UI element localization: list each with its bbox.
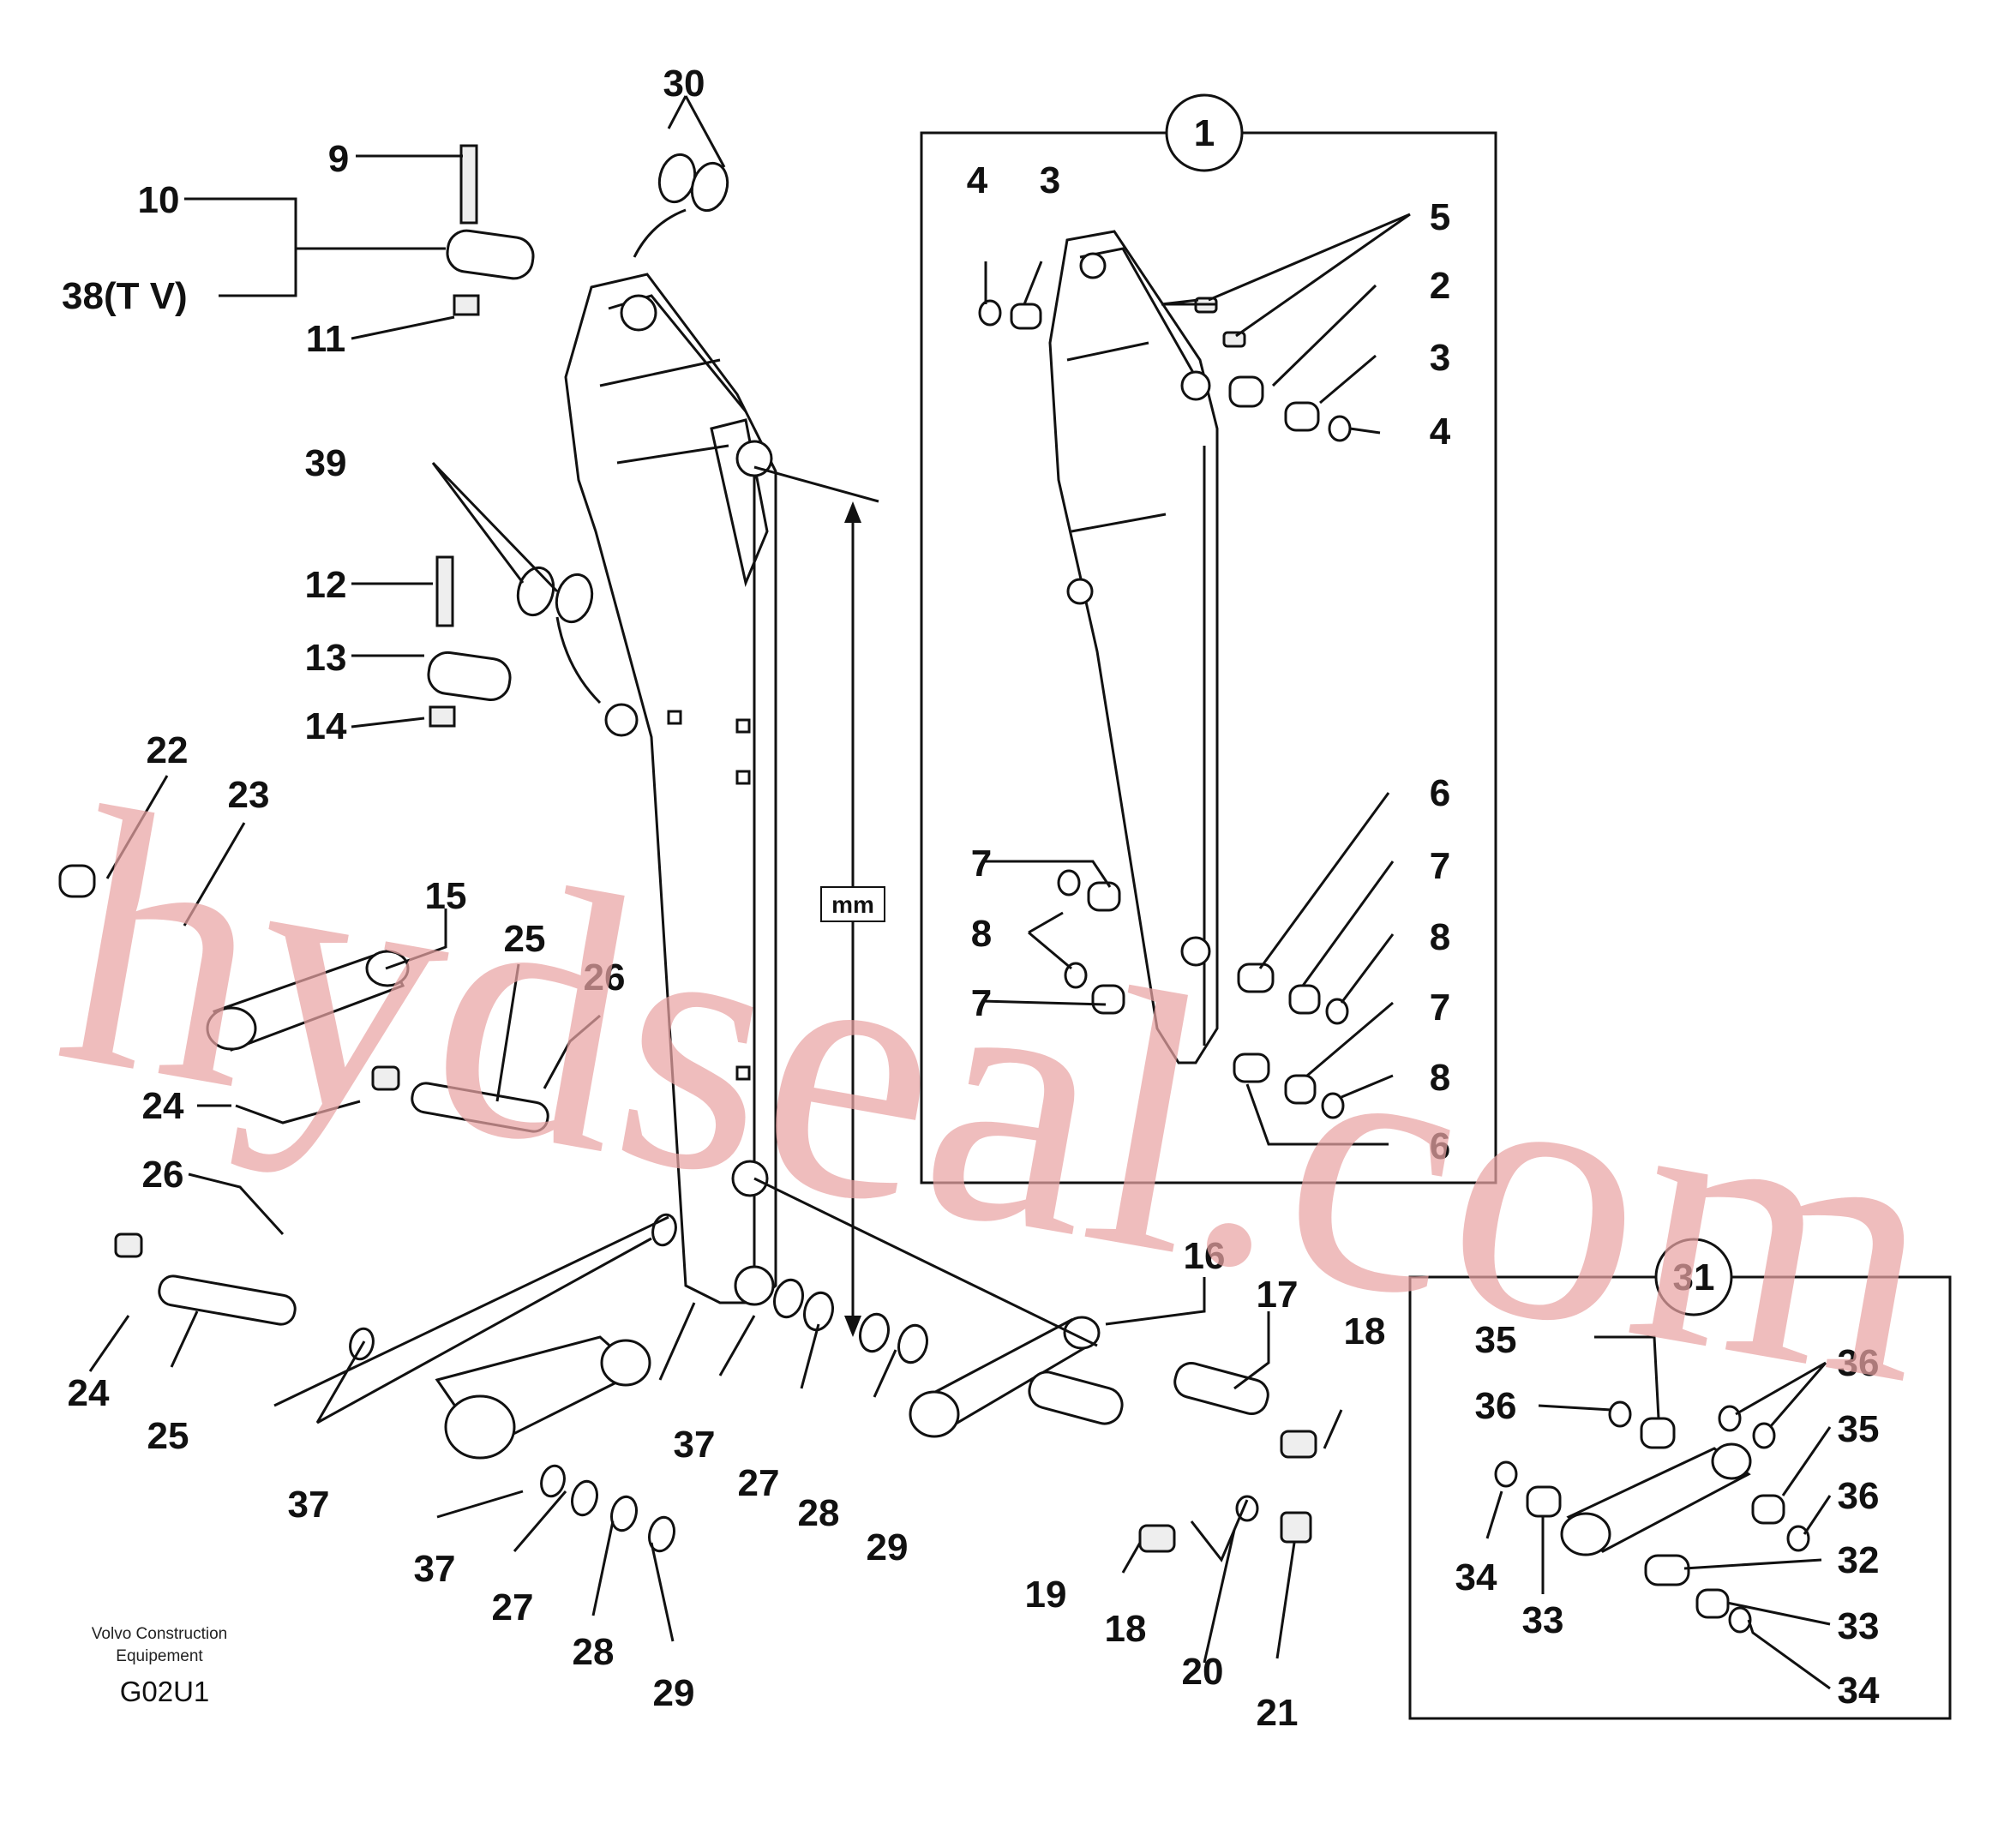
- callout-6-lower: 6: [1430, 1125, 1450, 1167]
- callout-28-mid: 28: [798, 1492, 840, 1534]
- callout-14: 14: [305, 705, 347, 747]
- callout-27-mid: 27: [738, 1462, 780, 1504]
- callout-20: 20: [1182, 1651, 1224, 1693]
- detail-box-31: [1408, 1238, 1952, 1720]
- callout-36-right-upper: 36: [1838, 1342, 1880, 1384]
- detail-1-arm: [1048, 230, 1219, 1064]
- callout-8-right-lower: 8: [1430, 1057, 1450, 1099]
- callout-4-right: 4: [1430, 411, 1451, 453]
- callout-9: 9: [328, 138, 349, 180]
- callout-28-bottom: 28: [573, 1631, 615, 1673]
- callout-labels: 30 9 10 38(T V) 11 39 12 13 14 22 23 15 …: [62, 63, 1880, 1734]
- callout-1: 1: [1194, 112, 1215, 154]
- callout-34-right: 34: [1838, 1670, 1880, 1712]
- leader-lines: [88, 95, 1832, 1690]
- callout-18-right: 18: [1344, 1310, 1386, 1352]
- callout-37-bottom: 37: [414, 1548, 456, 1590]
- callout-4-left: 4: [967, 159, 988, 201]
- callout-11: 11: [306, 318, 346, 360]
- callout-3-left: 3: [1040, 159, 1060, 201]
- callout-5: 5: [1430, 196, 1450, 238]
- callout-18-bottom: 18: [1105, 1608, 1147, 1650]
- pins-main: [58, 144, 1317, 1553]
- callout-15: 15: [425, 875, 467, 917]
- dimension-label: mm: [831, 891, 874, 918]
- dimension-line: [753, 465, 885, 1337]
- callout-24-upper: 24: [142, 1085, 184, 1127]
- callout-24-lower: 24: [68, 1372, 110, 1414]
- callout-10: 10: [138, 179, 180, 221]
- detail-box-1: [920, 93, 1497, 1184]
- callout-3-right: 3: [1430, 337, 1450, 379]
- callout-26-lower: 26: [142, 1154, 184, 1196]
- callout-38-tv: 38(T V): [62, 275, 188, 317]
- watermark: hydseal.com: [38, 732, 1965, 1461]
- callout-31: 31: [1673, 1256, 1715, 1298]
- callout-35-left: 35: [1475, 1319, 1517, 1361]
- callout-29-mid: 29: [867, 1526, 909, 1568]
- callout-27-bottom: 27: [492, 1586, 534, 1628]
- callout-26-upper: 26: [584, 956, 626, 998]
- callout-35-right: 35: [1838, 1408, 1880, 1450]
- credit-line-1: Volvo Construction: [92, 1625, 227, 1643]
- callout-17: 17: [1257, 1274, 1299, 1316]
- callout-8-left: 8: [971, 913, 992, 955]
- callout-7-right-lower: 7: [1430, 986, 1450, 1028]
- callout-21: 21: [1257, 1692, 1299, 1734]
- callout-12: 12: [305, 564, 347, 606]
- callout-8-right-upper: 8: [1430, 916, 1450, 958]
- callout-29-bottom: 29: [653, 1672, 695, 1714]
- callout-25-upper: 25: [504, 918, 546, 960]
- callout-37-left: 37: [288, 1484, 330, 1526]
- credit-line-2: Equipement: [116, 1647, 203, 1665]
- footer: Volvo Construction Equipement G02U1: [92, 1625, 227, 1707]
- link-16: [909, 1316, 1101, 1438]
- callout-33-left: 33: [1522, 1599, 1564, 1641]
- callout-37-mid: 37: [674, 1424, 716, 1466]
- callout-7-left-lower: 7: [971, 982, 992, 1024]
- callout-7-left-upper: 7: [971, 843, 992, 885]
- callout-33-right: 33: [1838, 1605, 1880, 1647]
- callout-32: 32: [1838, 1539, 1880, 1581]
- callout-7-right-upper: 7: [1430, 845, 1450, 887]
- callout-39: 39: [305, 442, 347, 484]
- link-bottom: [435, 1335, 651, 1460]
- callout-22: 22: [147, 729, 189, 771]
- callout-36-right-lower: 36: [1838, 1475, 1880, 1517]
- detail-31-link: [1560, 1442, 1752, 1556]
- dipper-arm: [564, 273, 777, 1306]
- callout-30: 30: [663, 63, 705, 105]
- callout-25-lower: 25: [147, 1415, 189, 1457]
- callout-19: 19: [1025, 1574, 1067, 1616]
- callout-13: 13: [305, 637, 347, 679]
- rings: [349, 153, 1810, 1634]
- callout-23: 23: [228, 774, 270, 816]
- drawing-code: G02U1: [120, 1676, 210, 1707]
- callout-2: 2: [1430, 265, 1450, 307]
- callout-16: 16: [1184, 1235, 1226, 1277]
- callout-36-left: 36: [1475, 1385, 1517, 1427]
- callout-6-upper: 6: [1430, 772, 1450, 814]
- callout-34-left: 34: [1455, 1556, 1497, 1598]
